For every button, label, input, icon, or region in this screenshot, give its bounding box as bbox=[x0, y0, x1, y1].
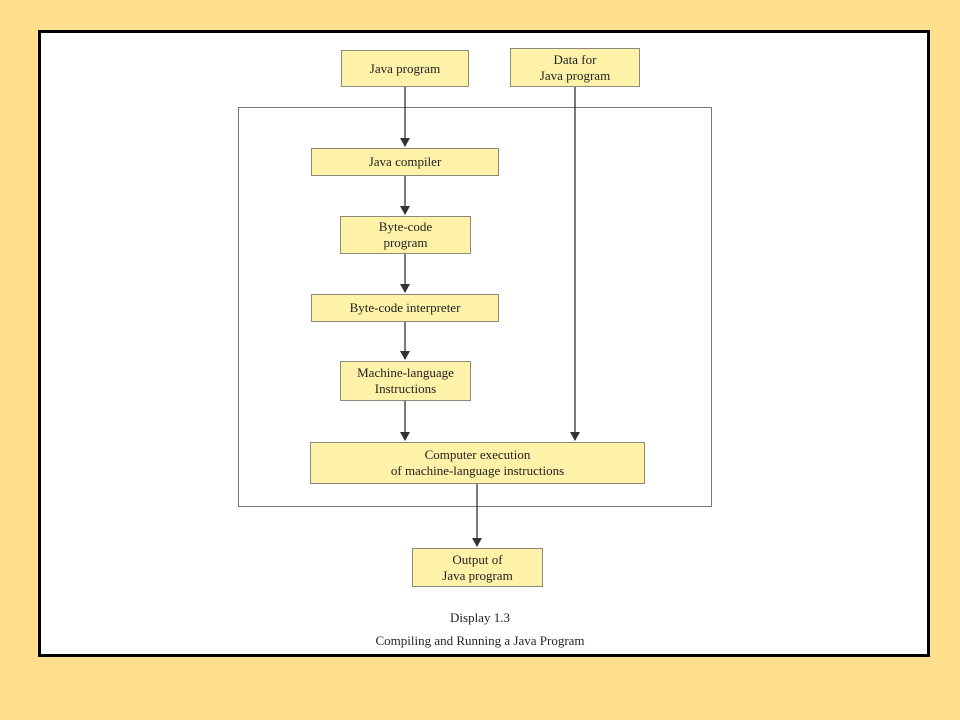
java-compiler-box: Java compiler bbox=[311, 148, 499, 176]
java-program-box: Java program bbox=[341, 50, 469, 87]
byte-code-program-box: Byte-code program bbox=[340, 216, 471, 254]
data-for-java-program-box: Data for Java program bbox=[510, 48, 640, 87]
display-number: Display 1.3 bbox=[450, 610, 510, 625]
computer-execution-box: Computer execution of machine-language i… bbox=[310, 442, 645, 484]
output-of-java-program-box: Output of Java program bbox=[412, 548, 543, 587]
machine-language-instructions-box: Machine-language Instructions bbox=[340, 361, 471, 401]
figure-title: Compiling and Running a Java Program bbox=[375, 633, 585, 648]
jvm-boundary-frame bbox=[238, 107, 712, 507]
byte-code-interpreter-box: Byte-code interpreter bbox=[311, 294, 499, 322]
